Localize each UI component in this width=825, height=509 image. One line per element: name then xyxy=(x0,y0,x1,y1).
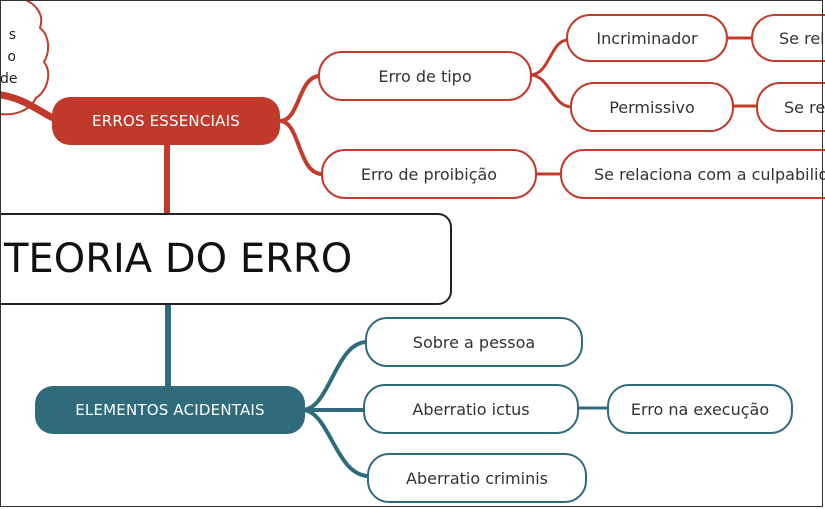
central-topic-label: TEORIA DO ERRO xyxy=(4,236,353,282)
topic-aberratio-ictus[interactable]: Aberratio ictus xyxy=(363,384,579,434)
cloud-note-line: o xyxy=(7,49,16,65)
topic-sobre-a-pessoa[interactable]: Sobre a pessoa xyxy=(365,317,583,367)
topic-erro-na-execucao[interactable]: Erro na execução xyxy=(607,384,793,434)
topic-label: Incriminador xyxy=(596,28,698,48)
central-topic[interactable]: TEORIA DO ERRO xyxy=(0,213,452,305)
branch-label: ELEMENTOS ACIDENTAIS xyxy=(75,401,265,419)
topic-label: Se rel xyxy=(779,28,825,48)
topic-label: Sobre a pessoa xyxy=(412,332,536,352)
topic-incriminador-detail[interactable]: Se rel xyxy=(751,14,825,62)
topic-culpabilidade[interactable]: Se relaciona com a culpabilid xyxy=(560,149,825,199)
topic-label: Aberratio criminis xyxy=(406,468,548,488)
topic-aberratio-criminis[interactable]: Aberratio criminis xyxy=(367,453,587,503)
topic-label: Erro na execução xyxy=(630,399,770,419)
topic-label: Erro de proibição xyxy=(360,164,498,184)
topic-label: Se re xyxy=(784,97,825,117)
branch-label: ERROS ESSENCIAIS xyxy=(92,112,240,130)
branch-erros-essenciais[interactable]: ERROS ESSENCIAIS xyxy=(52,97,280,145)
topic-label: Se relaciona com a culpabilid xyxy=(594,164,825,184)
cloud-note-line: de xyxy=(0,71,18,87)
topic-permissivo[interactable]: Permissivo xyxy=(570,82,734,132)
branch-elementos-acidentais[interactable]: ELEMENTOS ACIDENTAIS xyxy=(35,386,305,434)
topic-label: Aberratio ictus xyxy=(412,399,530,419)
cloud-note-text: s o de xyxy=(0,24,18,90)
topic-permissivo-detail[interactable]: Se re xyxy=(756,82,825,132)
topic-label: Erro de tipo xyxy=(378,66,472,86)
topic-erro-de-tipo[interactable]: Erro de tipo xyxy=(318,51,532,101)
cloud-note-line: s xyxy=(8,27,16,43)
topic-incriminador[interactable]: Incriminador xyxy=(566,14,728,62)
topic-erro-de-proibicao[interactable]: Erro de proibição xyxy=(321,149,537,199)
cloud-note-shape xyxy=(0,0,50,116)
topic-label: Permissivo xyxy=(609,97,695,117)
